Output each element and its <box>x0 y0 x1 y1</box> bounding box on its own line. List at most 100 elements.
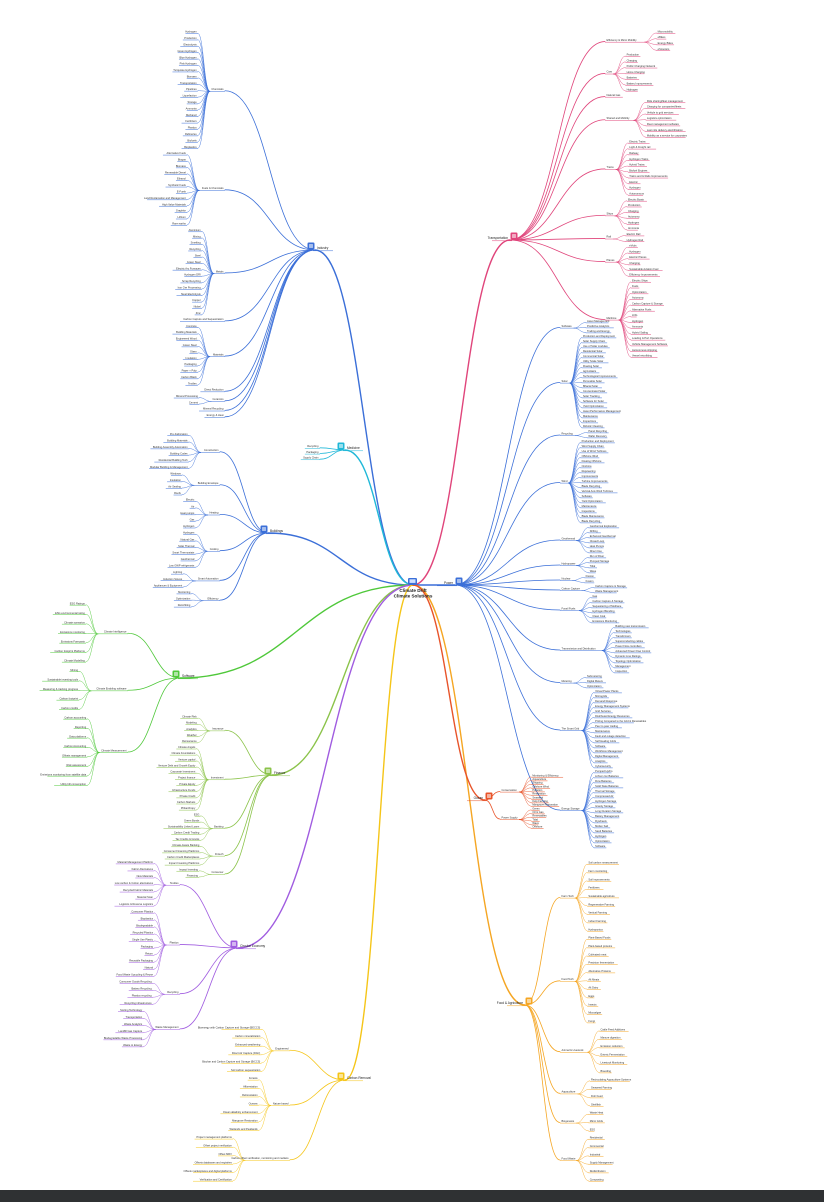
item-finance[interactable]: Reinsurance <box>182 739 197 743</box>
item-power[interactable]: Pumped Storage <box>590 559 610 563</box>
item-buildings[interactable]: Air Sealing <box>168 485 181 489</box>
item-circular[interactable]: New Materials <box>137 874 154 878</box>
item-power[interactable]: Battery Management <box>595 814 619 818</box>
item-finance[interactable]: Climate Angels <box>178 745 196 749</box>
item-transportation[interactable]: Hydrogen <box>629 186 641 190</box>
item-food[interactable]: Cultivated meat <box>588 952 606 956</box>
item-transportation[interactable]: Trains and & Rails Improvements <box>629 174 668 178</box>
item-transportation[interactable]: Loading & Port Operations <box>632 336 663 340</box>
item-carbon[interactable]: Offset MRV <box>218 1152 232 1156</box>
item-food[interactable]: Enteric Fermentation <box>601 1052 626 1056</box>
item-power[interactable]: Heat Pumps <box>590 544 605 548</box>
item-power[interactable]: Robotic Cleaning <box>583 424 603 428</box>
item-food[interactable]: Vertical Farming <box>588 911 607 915</box>
item-power[interactable]: Concentrated Solar <box>583 389 605 393</box>
item-carbon[interactable]: Forests <box>249 1076 258 1080</box>
item-power[interactable]: Building new transmission <box>615 624 646 628</box>
item-power[interactable]: Floating Offshore <box>582 459 602 463</box>
item-finance[interactable]: Weather <box>187 733 197 737</box>
item-circular[interactable]: Low carbon & Cotton alternatives <box>115 881 154 885</box>
item-power[interactable]: Dynamic Line Ratings <box>615 654 641 658</box>
item-power[interactable]: Peer to peer trading <box>595 724 618 728</box>
item-food[interactable]: Microalgae <box>588 1011 601 1015</box>
item-industry[interactable]: Recycling <box>189 247 201 251</box>
item-transportation[interactable]: Charging <box>628 209 639 213</box>
item-industry[interactable]: Insulation <box>186 356 198 360</box>
item-software[interactable]: Reporting <box>75 725 87 729</box>
item-power[interactable]: Software <box>595 844 606 848</box>
item-software[interactable]: Offsets management <box>62 753 86 757</box>
group-food[interactable]: Food Tech <box>562 977 575 981</box>
branch-food[interactable]: Food & Agriculture <box>497 1001 523 1005</box>
item-circular[interactable]: Fabric Alternatives <box>132 867 154 871</box>
item-transportation[interactable]: LNG <box>632 313 637 317</box>
item-circular[interactable]: Recycled Plastics <box>133 930 154 934</box>
item-carbon[interactable]: Biochar and Carbon Capture and Storage (… <box>202 1059 260 1063</box>
item-industry[interactable]: Mineral Processing <box>176 394 199 398</box>
item-circular[interactable]: Biodegradable Waste Processing <box>104 1036 143 1040</box>
item-transportation[interactable]: Hydrogen Trains <box>629 157 649 161</box>
item-power[interactable]: Solar Tracking <box>583 394 600 398</box>
item-transportation[interactable]: Autonomy <box>632 296 644 300</box>
group-finance[interactable]: Investment <box>211 775 224 779</box>
group-industry[interactable]: Energy & Heat <box>207 413 224 417</box>
group-food[interactable]: Animal & Livestock <box>562 1048 585 1052</box>
item-power[interactable]: Emissions Monitoring <box>592 619 617 623</box>
item-power[interactable]: Cybersecurity <box>595 764 612 768</box>
group-food[interactable]: Food Waste <box>562 1156 576 1160</box>
group-transportation[interactable]: Rail <box>607 235 612 239</box>
item-power[interactable]: Software <box>582 494 593 498</box>
item-power[interactable]: Inspections <box>582 509 596 513</box>
item-power[interactable]: Demand Response <box>595 699 618 703</box>
item-food[interactable]: Waste Heat <box>590 1111 604 1115</box>
item-industry[interactable]: Production <box>184 36 197 40</box>
item-buildings[interactable]: Modular Building & Management <box>150 465 188 469</box>
branch-carbon[interactable]: Carbon Removal <box>347 1076 371 1080</box>
item-power[interactable]: Geothermal Exploration <box>590 524 618 528</box>
item-software[interactable]: ESG environmental rating <box>55 611 85 615</box>
item-power[interactable]: Inspections <box>583 419 597 423</box>
item-power[interactable]: Bifacial Solar <box>583 384 598 388</box>
item-transportation[interactable]: Electric Trains <box>629 139 646 143</box>
item-food[interactable]: Alternative Proteins <box>588 969 611 973</box>
item-software[interactable]: Carbon accounting <box>64 715 86 719</box>
group-industry[interactable]: Metals <box>216 269 224 273</box>
item-industry[interactable]: Zinc <box>196 311 202 315</box>
item-power[interactable]: Drilling <box>590 529 598 533</box>
item-circular[interactable]: Food Waste Upcycling & Reuse <box>116 973 153 977</box>
item-power[interactable]: Fault and outage detection <box>595 734 626 738</box>
item-transportation[interactable]: Hydrogen <box>628 220 640 224</box>
item-power[interactable]: Production and Deployment <box>582 439 614 443</box>
item-buildings[interactable]: Building Materials <box>167 438 188 442</box>
item-circular[interactable]: Landfill Gas Capture <box>119 1029 143 1033</box>
item-finance[interactable]: Private Credit <box>180 794 196 798</box>
item-power[interactable]: Panel Recycling <box>588 429 607 433</box>
item-ocean[interactable]: Pollution <box>532 788 543 792</box>
item-industry[interactable]: Paper + Pulp <box>182 369 198 373</box>
item-buildings[interactable]: Pre-Fabrication <box>170 432 188 436</box>
item-industry[interactable]: Storage <box>188 100 198 104</box>
item-power[interactable]: Virtual Power Plants <box>595 689 619 693</box>
item-software[interactable]: Climate Modelling <box>64 658 85 662</box>
item-power[interactable]: Inspection <box>615 669 627 673</box>
item-power[interactable]: Run of River <box>590 554 605 558</box>
group-industry[interactable]: Ceramics <box>213 397 225 401</box>
item-transportation[interactable]: Hybrid Sailing <box>632 330 649 334</box>
item-buildings[interactable]: Building Codes <box>170 452 188 456</box>
item-industry[interactable]: Mining <box>193 234 201 238</box>
item-carbon[interactable]: Reforestation <box>242 1093 258 1097</box>
item-power[interactable]: Tidal <box>590 564 596 568</box>
item-transportation[interactable]: Hydrogen <box>632 319 644 323</box>
item-industry[interactable]: Copper <box>192 298 201 302</box>
item-food[interactable]: Residential <box>590 1136 603 1140</box>
item-transportation[interactable]: Ammonia <box>628 226 640 230</box>
item-power[interactable]: Distributed Energy Resources <box>595 714 630 718</box>
branch-software[interactable]: Software <box>182 674 195 678</box>
item-transportation[interactable]: Electric Boats <box>628 197 645 201</box>
item-industry[interactable]: Smelting <box>191 241 202 245</box>
group-carbon[interactable]: Engineered <box>275 1047 289 1051</box>
item-circular[interactable]: Sorting Technology <box>120 1008 143 1012</box>
group-food[interactable]: Aquaculture <box>562 1090 576 1094</box>
group-transportation[interactable]: Cars <box>607 70 613 74</box>
group-buildings[interactable]: Cooling <box>210 547 219 551</box>
